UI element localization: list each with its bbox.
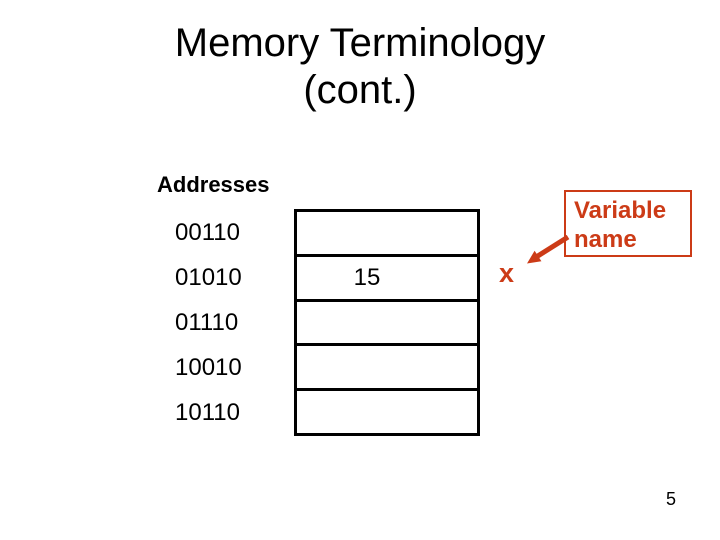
page-title: Memory Terminology (cont.)	[0, 20, 720, 114]
callout-line-2: name	[574, 226, 637, 253]
memory-cell	[297, 212, 477, 257]
memory-cell	[297, 302, 477, 347]
variable-name-callout: Variable name	[564, 190, 692, 257]
memory-cell: 15	[297, 257, 477, 302]
memory-grid: 15	[294, 209, 480, 436]
title-line-2: (cont.)	[303, 68, 417, 112]
address-item: 10110	[175, 399, 240, 427]
address-item: 10010	[175, 354, 242, 382]
memory-cell	[297, 391, 477, 433]
address-item: 00110	[175, 218, 240, 246]
address-list: 00110 01010 01110 10010 10110	[175, 210, 242, 436]
page-number: 5	[666, 489, 677, 509]
variable-x-label: x	[499, 258, 515, 288]
address-item: 01110	[175, 308, 239, 336]
callout-arrow-icon	[527, 234, 570, 264]
addresses-heading: Addresses	[157, 172, 270, 197]
address-item: 01010	[175, 263, 242, 291]
callout-line-1: Variable	[574, 197, 667, 224]
title-line-1: Memory Terminology	[174, 21, 546, 65]
memory-cell-value: 15	[353, 263, 381, 291]
memory-cell	[297, 346, 477, 392]
